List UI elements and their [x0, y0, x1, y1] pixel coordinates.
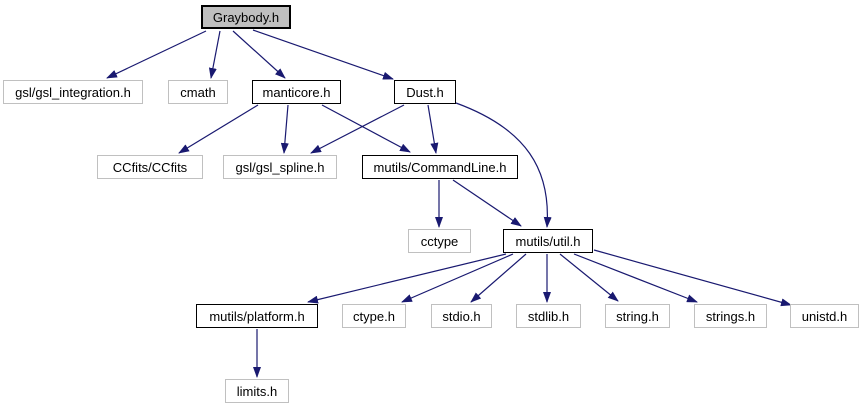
- node-util[interactable]: mutils/util.h: [503, 229, 593, 253]
- node-platform[interactable]: mutils/platform.h: [196, 304, 318, 328]
- node-label: strings.h: [705, 308, 756, 324]
- node-label: manticore.h: [262, 84, 331, 100]
- node-label: stdlib.h: [527, 308, 570, 324]
- node-label: unistd.h: [801, 308, 848, 324]
- node-graybody: Graybody.h: [201, 5, 291, 29]
- edges-group: [106, 29, 792, 378]
- node-strings: strings.h: [694, 304, 767, 328]
- edge-commandline-to-util: [452, 179, 522, 227]
- node-label: gsl/gsl_spline.h: [235, 159, 325, 175]
- edge-dust-to-commandline: [427, 104, 439, 154]
- node-commandline[interactable]: mutils/CommandLine.h: [362, 155, 518, 179]
- node-label: Graybody.h: [212, 9, 280, 25]
- edge-dust-to-util: [455, 102, 552, 228]
- node-label: cctype: [420, 233, 459, 249]
- node-ccfits: CCfits/CCfits: [97, 155, 203, 179]
- node-label: stdio.h: [442, 308, 481, 324]
- edge-util-to-ctype: [401, 253, 514, 303]
- edge-graybody-to-manticore: [232, 30, 286, 79]
- node-gsl-integration: gsl/gsl_integration.h: [3, 80, 143, 104]
- node-label: CCfits/CCfits: [112, 159, 188, 175]
- edge-util-to-stdio: [470, 253, 527, 303]
- edge-util-to-string: [559, 253, 619, 302]
- node-label: ctype.h: [353, 308, 395, 324]
- node-cctype: cctype: [408, 229, 471, 253]
- node-label: mutils/CommandLine.h: [373, 159, 507, 175]
- edge-graybody-to-dust: [252, 29, 394, 80]
- node-label: string.h: [616, 308, 659, 324]
- edge-manticore-to-commandline: [321, 104, 411, 153]
- node-dust[interactable]: Dust.h: [394, 80, 456, 104]
- edge-graybody-to-cmath: [208, 30, 221, 79]
- node-label: limits.h: [236, 383, 278, 399]
- node-unistd: unistd.h: [790, 304, 859, 328]
- edge-util-to-platform: [307, 253, 507, 304]
- node-label: Dust.h: [406, 84, 444, 100]
- edge-util-to-unistd: [593, 249, 792, 307]
- node-string: string.h: [605, 304, 670, 328]
- node-label: cmath: [180, 84, 216, 100]
- edge-graybody-to-gsl-integration: [106, 30, 207, 79]
- node-cmath: cmath: [168, 80, 228, 104]
- node-gsl-spline: gsl/gsl_spline.h: [223, 155, 337, 179]
- edge-manticore-to-gsl-spline: [280, 104, 289, 154]
- node-stdlib: stdlib.h: [516, 304, 581, 328]
- edge-util-to-strings: [573, 253, 698, 303]
- edge-manticore-to-ccfits: [178, 104, 259, 154]
- edge-dust-to-gsl-spline: [310, 104, 405, 154]
- node-stdio: stdio.h: [431, 304, 492, 328]
- node-label: gsl/gsl_integration.h: [15, 84, 131, 100]
- node-limits: limits.h: [225, 379, 289, 403]
- node-label: mutils/util.h: [515, 233, 581, 249]
- node-label: mutils/platform.h: [209, 308, 305, 324]
- node-ctype: ctype.h: [342, 304, 406, 328]
- node-manticore[interactable]: manticore.h: [252, 80, 341, 104]
